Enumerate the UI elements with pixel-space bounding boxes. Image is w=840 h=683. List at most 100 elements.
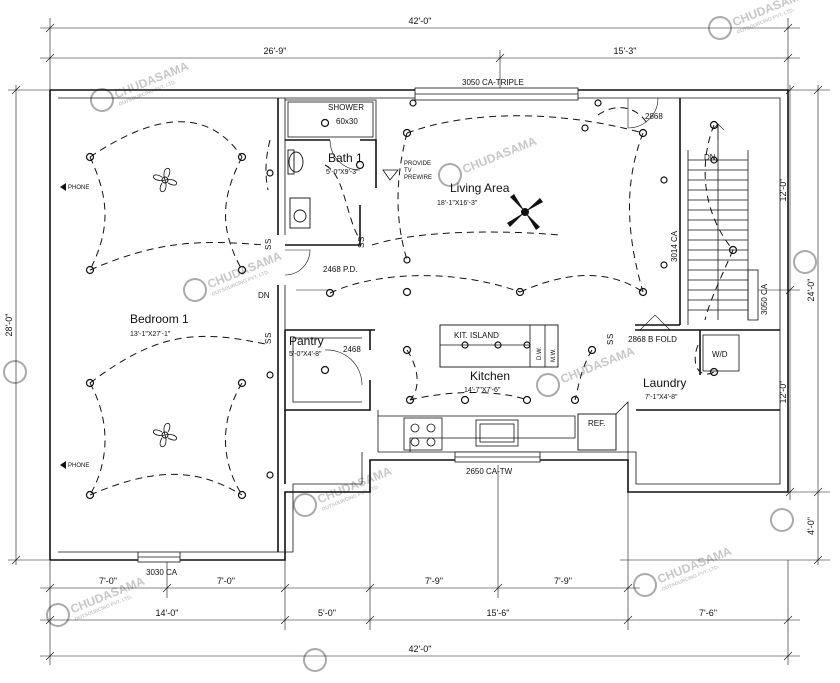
dim-overall-bottom: 42'-0" (409, 644, 432, 654)
switch-label: S (264, 239, 273, 244)
label-window-3050-side: 3050 CA (760, 283, 769, 315)
light-fixture (320, 118, 330, 128)
dim-bottom-seg4: 7'-9" (554, 576, 572, 586)
light-fixture (587, 345, 597, 355)
label-prewire: PREWIRE (404, 175, 432, 181)
light-fixture (405, 395, 415, 405)
light-fixture (320, 365, 330, 375)
dim-bottom-seg1: 7'-0" (99, 576, 117, 586)
room-name-bedroom: Bedroom 1 (130, 312, 189, 326)
kitchen-island (439, 324, 559, 368)
outlet (660, 176, 668, 184)
dim-bottom2-seg3: 15'-6" (487, 608, 510, 618)
label-phone-1: PHONE (68, 185, 89, 191)
label-window-bedroom: 3030 CA (146, 568, 178, 577)
outlet (710, 156, 718, 164)
dim-bottom2-seg2: 5'-0" (318, 608, 336, 618)
dim-bottom2-seg1: 14'-0" (156, 608, 179, 618)
outlet (409, 99, 417, 107)
room-size-laundry: 7'-1"X4'-8" (645, 394, 678, 401)
light-fixture (355, 160, 365, 170)
light-fixture (237, 265, 247, 275)
dim-right-total: 24'-0" (806, 279, 816, 302)
room-name-kitchen: Kitchen (470, 369, 510, 383)
switch-label: S (606, 334, 615, 339)
light-fixture (237, 378, 247, 388)
label-kitchen-island: KIT. ISLAND (454, 331, 499, 340)
label-door-2868: 2868 (645, 112, 663, 121)
switch-label: S (264, 339, 273, 344)
phone-jack-icon (60, 461, 66, 469)
label-patio-door: 2468 P.D. (323, 265, 358, 274)
outlet (266, 169, 274, 177)
room-name-laundry: Laundry (643, 376, 686, 390)
label-shower: SHOWER (328, 103, 364, 112)
dim-top-left: 26'-9" (264, 46, 287, 56)
toilet (288, 151, 304, 173)
light-fixture (638, 128, 648, 138)
light-fixture (85, 378, 95, 388)
light-fixture (325, 288, 335, 298)
light-fixture (237, 152, 247, 162)
light-fixture (728, 245, 738, 255)
refrigerator (577, 413, 617, 451)
switch-label: S (264, 245, 273, 250)
label-window-top: 3050 CA-TRIPLE (462, 78, 524, 87)
label-shower-size: 60x30 (336, 117, 358, 126)
shower-stall (287, 101, 374, 138)
outlet (266, 471, 274, 479)
label-tv: TV (404, 168, 412, 174)
dim-overall-top: 42'-0" (409, 16, 432, 26)
light-fixtures (85, 99, 738, 500)
bath-sink (289, 197, 311, 229)
label-microwave: M.W. (551, 348, 557, 362)
label-window-kitchen: 2650 CA-TW (466, 467, 513, 476)
light-fixture (709, 120, 719, 130)
pendant-light (494, 341, 502, 349)
room-size-kitchen: 14'-7"X7'-6" (464, 387, 501, 394)
watermark-text: CHUDASAMA (730, 0, 808, 29)
ceiling-fan-living (507, 194, 543, 230)
switch-label: S (264, 333, 273, 338)
dim-bottom2-seg4: 7'-6" (699, 608, 717, 618)
outlet (266, 371, 274, 379)
electrical-wiring (89, 107, 734, 496)
light-fixture (515, 287, 525, 297)
walls (49, 87, 789, 563)
outlet (660, 261, 668, 269)
light-fixture (522, 395, 532, 405)
watermark-text: CHUDASAMA (460, 134, 538, 177)
outlet (581, 124, 589, 132)
light-fixture (570, 395, 580, 405)
room-name-living: Living Area (450, 181, 510, 195)
room-name-bath: Bath 1 (328, 151, 363, 165)
ceiling-fan-bedroom-bottom (152, 422, 178, 448)
room-size-bedroom: 13'-1"X27'-1" (130, 331, 171, 338)
light-fixture (237, 490, 247, 500)
room-size-bath: 5'-0"X9'-3" (326, 169, 359, 176)
dim-right-upper: 12'-0" (778, 179, 788, 202)
light-fixture (402, 128, 412, 138)
light-fixture (85, 152, 95, 162)
window-side (747, 269, 759, 321)
label-dishwasher: D.W. (537, 347, 543, 360)
light-fixture (402, 345, 412, 355)
light-fixture (638, 287, 648, 297)
label-down-left: DN (258, 291, 270, 300)
dim-bottom-seg3: 7'-9" (425, 576, 443, 586)
label-window-3014: 3014 CA (670, 230, 679, 262)
label-bifold-door: 2868 B FOLD (628, 335, 677, 344)
light-fixture (460, 395, 470, 405)
dim-bottom-seg2: 7'-0" (217, 576, 235, 586)
staircase (688, 125, 749, 320)
switch-label: S (357, 237, 366, 242)
label-down-right: DN (704, 153, 716, 162)
light-fixture (85, 490, 95, 500)
watermark-text: CHUDASAMA (558, 344, 636, 387)
label-refrigerator: REF. (588, 419, 605, 428)
pendant-light (523, 341, 531, 349)
dim-right-lower: 12'-0" (778, 381, 788, 404)
tv-prewire-symbol (382, 169, 399, 181)
switch-label: S (606, 340, 615, 345)
